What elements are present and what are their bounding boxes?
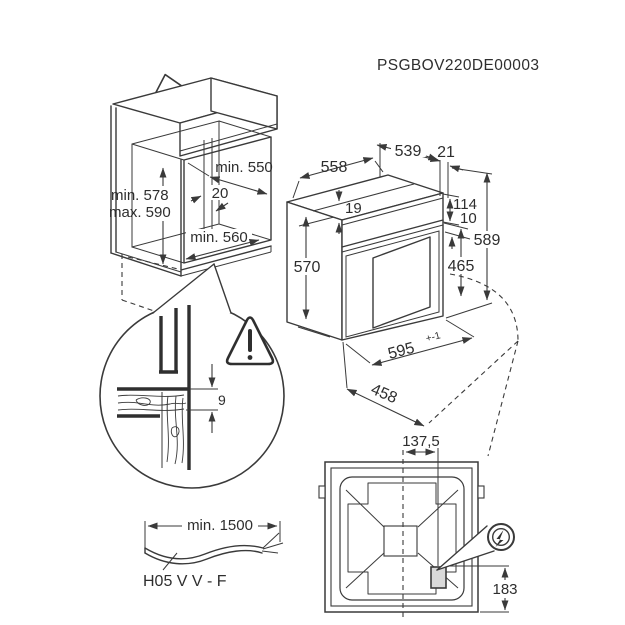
rear-view-drawing: 137,5 183	[318, 433, 519, 618]
dim-mains-height: 183	[447, 565, 519, 613]
dim-rear-gap: 20	[190, 185, 231, 212]
dim-top-trim: 19	[335, 190, 362, 234]
dim-mains-offset: 137,5	[402, 433, 440, 456]
label-cable-length: min. 1500	[187, 517, 253, 534]
label-front-overhang: 21	[437, 144, 455, 161]
rear-center-plate	[383, 525, 418, 557]
label-rear-gap: 20	[212, 185, 229, 202]
warning-triangle-icon	[225, 316, 275, 366]
mounting-tab-right	[477, 485, 485, 499]
dim-oven-width: 558	[292, 157, 384, 199]
dim-front-width: 595 +-1	[345, 319, 475, 366]
mounting-detail-circle: 9	[99, 263, 285, 489]
dim-rear-top: 114	[442, 193, 477, 226]
label-oven-width: 558	[321, 159, 348, 176]
callout-leader	[152, 263, 215, 314]
cabinet-drawing: min. 550 20 min. 578 max. 590 min. 560	[109, 73, 278, 315]
label-niche-depth: min. 550	[215, 159, 273, 176]
label-cable-type: H05 V V - F	[143, 573, 227, 590]
label-top-gap: 10	[460, 210, 477, 227]
wood-grain	[117, 394, 187, 465]
label-mains-offset: 137,5	[402, 433, 440, 450]
label-niche-width: min. 560	[190, 229, 248, 246]
dim-front-height: 570	[294, 216, 335, 338]
dim-niche-width: min. 560	[185, 229, 260, 260]
dim-niche-height: min. 578 max. 590	[109, 167, 171, 265]
label-top-trim: 19	[345, 200, 362, 217]
label-oven-depth: 539	[395, 143, 422, 160]
electric-connection-callout	[436, 523, 515, 571]
label-front-height: 570	[294, 259, 321, 276]
label-rear-top: 114	[453, 196, 477, 213]
dim-oven-depth: 539	[376, 142, 441, 177]
label-mains-height: 183	[492, 581, 517, 598]
label-front-width: 595	[386, 340, 416, 363]
label-front-width-tolerance: +-1	[425, 330, 443, 345]
label-lower-height: 465	[448, 258, 475, 275]
oven-door-window	[372, 236, 431, 329]
drawing-code: PSGBOV220DE00003	[377, 57, 539, 74]
dim-overall-height: 589	[445, 167, 501, 319]
label-niche-height-min: min. 578	[111, 187, 169, 204]
label-overall-height: 589	[474, 232, 501, 249]
dim-niche-depth: min. 550	[187, 159, 273, 195]
dim-lower-height: 465	[443, 222, 475, 297]
lightning-bolt-icon	[495, 530, 504, 547]
power-cable-drawing: min. 1500 H05 V V - F	[143, 515, 284, 590]
label-trim-overlap: 9	[218, 392, 226, 408]
mains-junction-box	[430, 566, 447, 589]
dim-trim-overlap: 9	[186, 364, 226, 433]
label-niche-height-max: max. 590	[109, 204, 171, 221]
cable	[144, 544, 264, 560]
mounting-tab-left	[318, 485, 326, 499]
